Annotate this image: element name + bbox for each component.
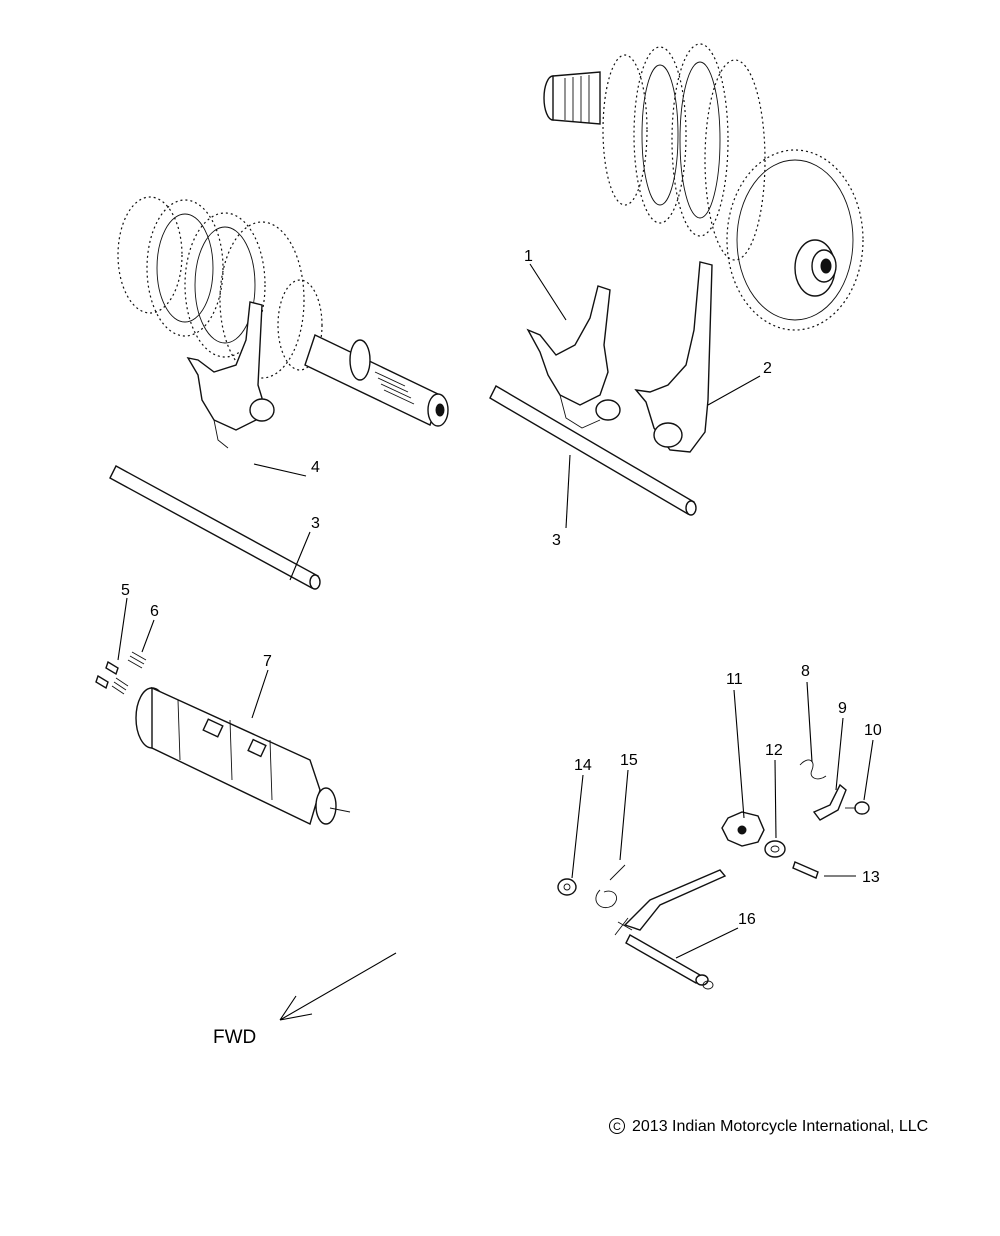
callout-16: 16 <box>738 911 756 928</box>
callout-8: 8 <box>801 663 810 680</box>
callout-7: 7 <box>263 653 272 670</box>
callout-12: 12 <box>765 742 783 759</box>
callout-14: 14 <box>574 757 592 774</box>
callout-9: 9 <box>838 700 847 717</box>
copyright-text: 2013 Indian Motorcycle International, LL… <box>632 1118 928 1135</box>
callout-13: 13 <box>862 869 880 886</box>
mainshaft-gear-assembly <box>117 196 449 427</box>
shift-linkage-assembly <box>557 759 870 990</box>
callout-4: 4 <box>311 459 320 476</box>
shift-rail-left <box>109 465 321 590</box>
leader-lines <box>117 263 874 959</box>
countershaft-gear-assembly <box>543 43 864 331</box>
forward-direction-indicator: FWD <box>213 952 397 1048</box>
callout-10: 10 <box>864 722 882 739</box>
shift-drum <box>135 686 351 825</box>
forward-label: FWD <box>213 1027 256 1048</box>
callout-11: 11 <box>726 671 743 688</box>
callout-labels: 1 2 3 3 4 5 6 7 8 9 10 11 12 13 14 15 16 <box>121 248 882 928</box>
callout-15: 15 <box>620 752 638 769</box>
shift-fork-4 <box>186 301 275 449</box>
callout-2: 2 <box>763 360 772 377</box>
shift-rail-right <box>489 385 697 516</box>
callout-5: 5 <box>121 582 130 599</box>
callout-6: 6 <box>150 603 159 620</box>
copyright-symbol: C <box>613 1121 621 1133</box>
callout-1: 1 <box>524 248 533 265</box>
callout-3-left: 3 <box>311 515 320 532</box>
shift-fork-1 <box>526 285 621 429</box>
copyright-notice: C 2013 Indian Motorcycle International, … <box>609 1118 928 1135</box>
shift-fork-2 <box>634 261 713 453</box>
detent-pins-and-springs <box>95 651 147 695</box>
copyright-symbol-icon <box>609 1118 625 1134</box>
forward-arrow-icon <box>279 952 397 1021</box>
callout-3-right: 3 <box>552 532 561 549</box>
